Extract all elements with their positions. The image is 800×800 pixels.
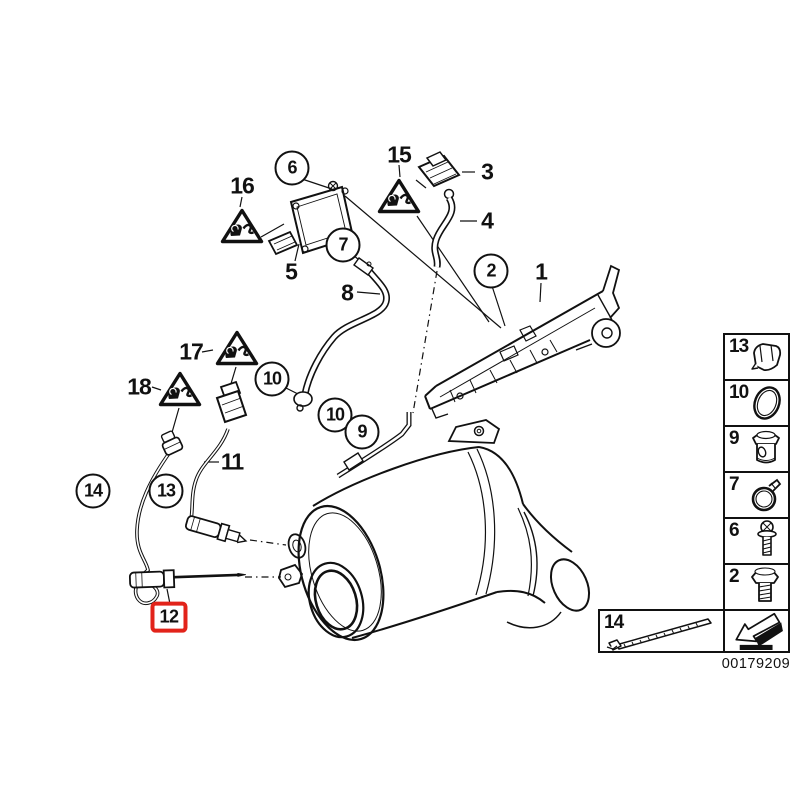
callout-15[interactable]: 15 (387, 141, 412, 168)
sidebar-part-13[interactable]: 13 (723, 333, 790, 381)
hose-clamp-icon (751, 478, 782, 512)
image-code: 00179209 (721, 656, 791, 672)
sidebar-part-label: 6 (729, 520, 740, 541)
sidebar-part-10[interactable]: 10 (723, 379, 790, 427)
callout-18[interactable]: 18 (127, 373, 152, 400)
warning-triangle-icon (215, 330, 259, 366)
callout-5[interactable]: 5 (285, 258, 298, 285)
sidebar-part-label: 9 (729, 428, 740, 449)
sidebar-thumbnails: 13 10 9 (723, 333, 790, 611)
callout-1[interactable]: 1 (535, 258, 548, 285)
vent-hose-drawing (431, 196, 456, 268)
catalytic-converter-drawing (278, 419, 591, 642)
sidebar-part-9[interactable]: 9 (723, 425, 790, 473)
sidebar-part-label: 7 (729, 474, 740, 495)
sensor-connector-drawing (417, 151, 461, 200)
callout-17[interactable]: 17 (179, 338, 204, 365)
lambda-sensor-cable-drawing (184, 380, 248, 544)
callout-7[interactable]: 7 (325, 227, 361, 263)
sidebar-part-6[interactable]: 6 (723, 517, 790, 565)
sidebar-part-label: 10 (729, 382, 749, 403)
temp-sensor-cable-drawing (128, 430, 246, 606)
flex-pipe-drawing (293, 257, 391, 412)
callout-3[interactable]: 3 (481, 158, 494, 185)
direction-arrow-icon (734, 612, 783, 650)
sidebar-part-2[interactable]: 2 (723, 563, 790, 611)
callout-8[interactable]: 8 (341, 279, 354, 306)
screw-plug-icon (752, 430, 780, 464)
hex-bolt-icon (751, 567, 779, 602)
callout-12-highlighted[interactable]: 12 (150, 601, 188, 633)
callout-2[interactable]: 2 (473, 253, 509, 289)
direction-arrow-box (723, 609, 790, 653)
warning-triangle-icon (377, 178, 421, 214)
pressure-tube-drawing (336, 412, 412, 479)
cable-tie-icon (606, 618, 712, 651)
callout-4[interactable]: 4 (481, 207, 494, 234)
retaining-clip-icon (751, 343, 782, 372)
sidebar-part-label: 2 (729, 566, 740, 587)
mounting-bracket-drawing (424, 264, 621, 419)
callout-6[interactable]: 6 (274, 150, 310, 186)
callout-11[interactable]: 11 (220, 448, 244, 475)
warning-triangle-icon (158, 371, 202, 407)
sidebar-part-14[interactable]: 14 (598, 609, 725, 653)
sidebar-part-label: 14 (604, 612, 624, 633)
o-ring-icon (753, 386, 781, 420)
callout-9[interactable]: 9 (344, 414, 380, 450)
callout-10a[interactable]: 10 (254, 361, 290, 397)
sidebar-part-label: 13 (729, 336, 749, 357)
callout-16[interactable]: 16 (230, 172, 255, 199)
callout-14[interactable]: 14 (75, 473, 111, 509)
callout-13[interactable]: 13 (148, 473, 184, 509)
warning-triangle-icon (220, 208, 264, 244)
sidebar-part-7[interactable]: 7 (723, 471, 790, 519)
torx-screw-icon (757, 520, 777, 556)
